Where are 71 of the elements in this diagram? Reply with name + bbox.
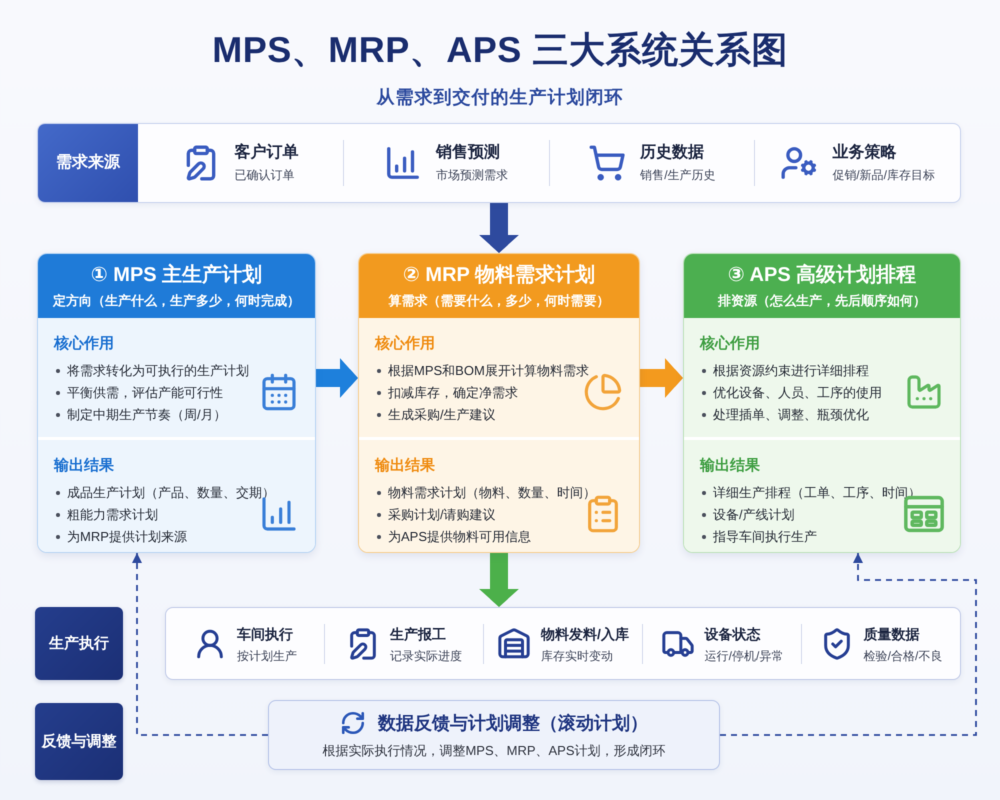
section-heading: 核心作用 <box>54 334 114 354</box>
item-description: 记录实际进度 <box>390 648 462 664</box>
item-description: 运行/停机/异常 <box>704 648 784 664</box>
diagram-title: MPS、MRP、APS 三大系统关系图 <box>212 28 788 72</box>
item-title: 客户订单 <box>234 143 298 163</box>
source-panel <box>37 123 961 203</box>
dashed-arrow <box>132 553 268 736</box>
section-card <box>359 318 639 437</box>
item-title: 物料发料/入库 <box>541 624 629 644</box>
section-card <box>359 440 639 552</box>
list-item: 扣减库存，确定净需求 <box>375 382 518 404</box>
category-tile: 生产执行 <box>35 607 123 680</box>
feedback-title: 数据反馈与计划调整（滚动计划） <box>378 712 648 735</box>
item-description: 市场预测需求 <box>436 167 508 183</box>
list-item: 指导车间执行生产 <box>700 526 817 548</box>
section-heading: 输出结果 <box>375 456 435 476</box>
section-card <box>684 318 960 437</box>
execution-panel <box>165 607 961 680</box>
plan-panel <box>37 253 316 553</box>
item-title: 历史数据 <box>640 143 706 163</box>
section-heading: 核心作用 <box>700 334 760 354</box>
item-description: 已确认订单 <box>234 167 296 183</box>
item-title: 生产报工 <box>390 624 447 644</box>
item-title: 质量数据 <box>864 624 921 644</box>
section-heading: 输出结果 <box>700 456 760 476</box>
category-tile: 反馈与调整 <box>35 703 123 780</box>
block-arrow <box>316 358 358 398</box>
item-title: 车间执行 <box>237 624 294 644</box>
list-item: 生成采购/生产建议 <box>375 404 496 426</box>
list-item: 为MRP提供计划来源 <box>54 526 187 548</box>
item-title: 销售预测 <box>436 143 502 163</box>
item-description: 检验/合格/不良 <box>864 648 942 664</box>
subtitle: 从需求到交付的生产计划闭环 <box>376 86 624 109</box>
list-item: 优化设备、人员、工序的使用 <box>700 382 882 404</box>
list-item: 平衡供需，评估产能可行性 <box>54 382 223 404</box>
block-arrow <box>479 553 519 607</box>
panel-title: ② MRP 物料需求计划 <box>402 263 596 287</box>
list-item: 为APS提供物料可用信息 <box>375 526 532 548</box>
plan-panel <box>683 253 961 553</box>
list-item: 根据资源约束进行详细排程 <box>700 360 869 382</box>
list-item: 制定中期生产节奏（周/月） <box>54 404 227 426</box>
item-description: 销售/生产历史 <box>640 167 716 183</box>
list-item: 根据MPS和BOM展开计算物料需求 <box>375 360 589 382</box>
item-description: 库存实时变动 <box>541 648 614 664</box>
item-description: 促销/新品/库存目标 <box>832 167 935 183</box>
item-description: 按计划生产 <box>237 648 297 664</box>
item-title: 业务策略 <box>832 143 898 163</box>
section-card <box>38 318 315 437</box>
section-card <box>684 440 960 552</box>
section-heading: 核心作用 <box>375 334 435 354</box>
list-item: 物料需求计划（物料、数量、时间） <box>375 482 596 504</box>
feedback-description: 根据实际执行情况，调整MPS、MRP、APS计划，形成闭环 <box>322 742 666 760</box>
list-item: 设备/产线计划 <box>700 504 795 526</box>
plan-panel <box>358 253 640 553</box>
block-arrow <box>640 358 683 398</box>
panel-subtitle: 算需求（需要什么，多少，何时需要） <box>388 292 610 309</box>
panel-subtitle: 排资源（怎么生产，先后顺序如何） <box>718 292 926 309</box>
item-title: 设备状态 <box>704 624 762 644</box>
block-arrow <box>479 203 519 253</box>
panel-subtitle: 定方向（生产什么，生产多少，何时完成） <box>53 292 300 309</box>
section-heading: 输出结果 <box>54 456 114 476</box>
feedback-box <box>268 700 720 770</box>
list-item: 处理插单、调整、瓶颈优化 <box>700 404 869 426</box>
list-item: 粗能力需求计划 <box>54 504 158 526</box>
panel-title: ① MPS 主生产计划 <box>90 263 262 287</box>
panel-title: ③ APS 高级计划排程 <box>728 263 916 287</box>
list-item: 采购计划/请购建议 <box>375 504 496 526</box>
list-item: 将需求转化为可执行的生产计划 <box>54 360 249 382</box>
section-card <box>38 440 315 552</box>
dashed-arrow <box>720 553 977 736</box>
category-tile: 需求来源 <box>38 124 138 202</box>
